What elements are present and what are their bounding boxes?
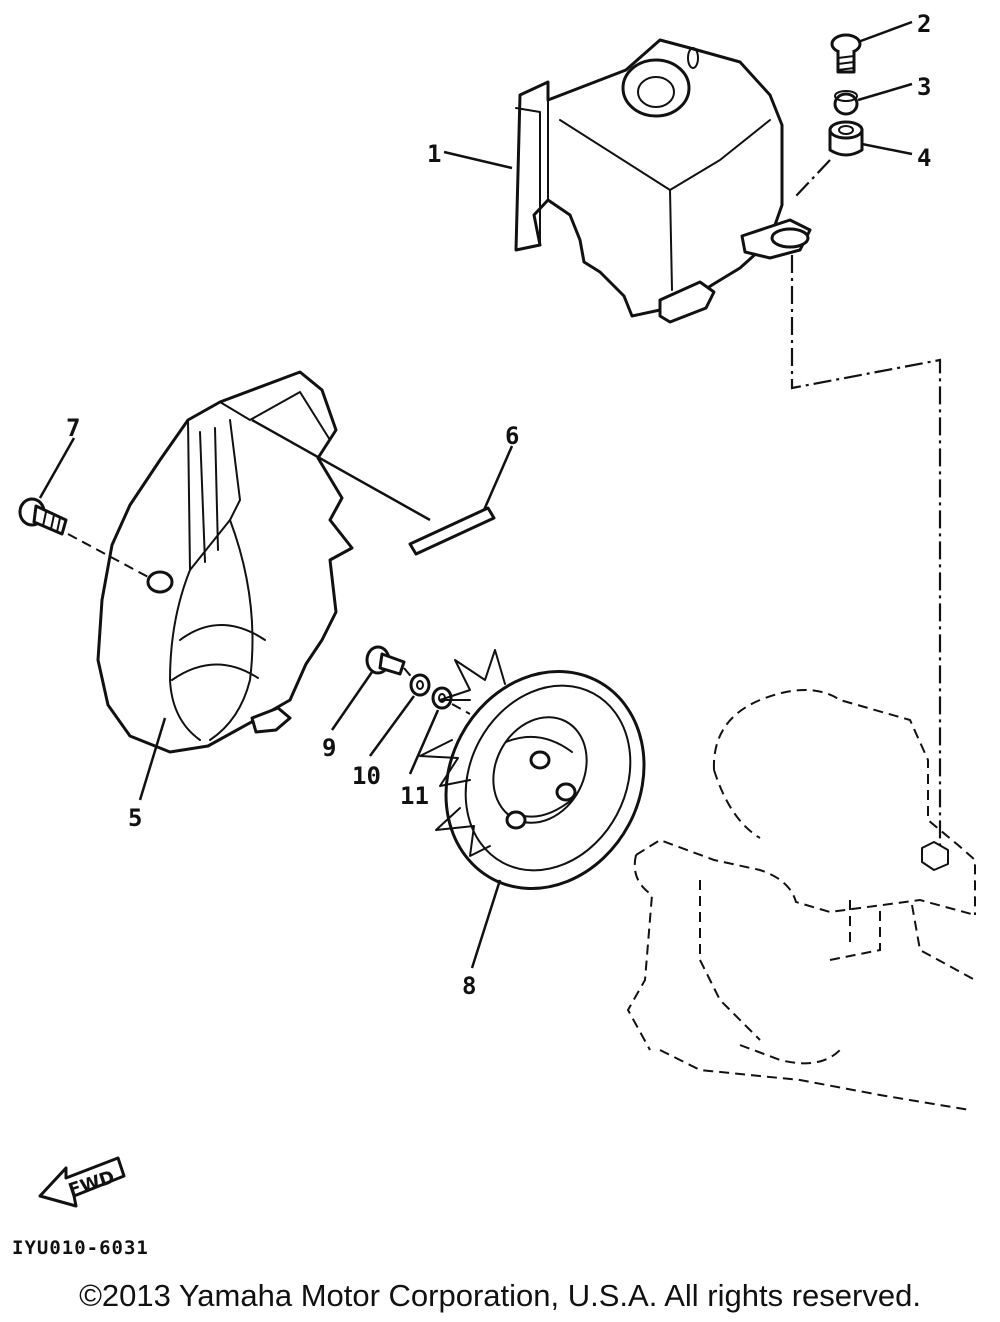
part-8-cooling-fan (419, 649, 646, 890)
callout-9: 9 (322, 734, 336, 762)
leader-3 (857, 82, 913, 102)
leader-1 (443, 150, 513, 170)
leader-6 (482, 445, 514, 511)
leader-2 (857, 20, 913, 44)
callout-2: 2 (917, 10, 931, 38)
part-11-washer (431, 686, 453, 710)
leader-7 (38, 437, 76, 499)
part-10-washer (409, 673, 431, 697)
engine-block-reference (626, 689, 976, 1111)
assembly-line-shroud-to-engine (790, 255, 942, 845)
leader-10 (368, 695, 416, 757)
part-6-pin (408, 506, 496, 556)
part-1-cylinder-shroud (514, 38, 812, 324)
leader-5 (138, 717, 167, 801)
part-4-grommet (828, 120, 864, 157)
callout-3: 3 (917, 73, 931, 101)
assembly-line-fasteners (403, 667, 471, 715)
fwd-arrow-icon: FWD (38, 1156, 126, 1208)
callout-4: 4 (917, 144, 931, 172)
copyright-notice: ©2013 Yamaha Motor Corporation, U.S.A. A… (79, 1278, 921, 1313)
drawing-code: IYU010-6031 (12, 1237, 149, 1259)
part-5-fan-housing (96, 370, 354, 754)
callout-7: 7 (66, 414, 80, 442)
part-7-bolt (18, 497, 68, 536)
callout-11: 11 (400, 782, 429, 810)
leader-4 (861, 142, 913, 156)
callout-6: 6 (505, 422, 519, 450)
part-3-collar (833, 90, 859, 116)
part-2-bolt (830, 33, 862, 74)
assembly-line-pin-6 (251, 418, 431, 522)
callout-5: 5 (128, 804, 142, 832)
assembly-line-grommet (795, 159, 831, 197)
leader-11 (408, 709, 440, 775)
callout-8: 8 (462, 972, 476, 1000)
leader-8 (470, 879, 502, 969)
callout-1: 1 (427, 140, 441, 168)
part-9-bolt (365, 645, 406, 676)
callout-10: 10 (352, 762, 381, 790)
leader-9 (330, 671, 374, 731)
